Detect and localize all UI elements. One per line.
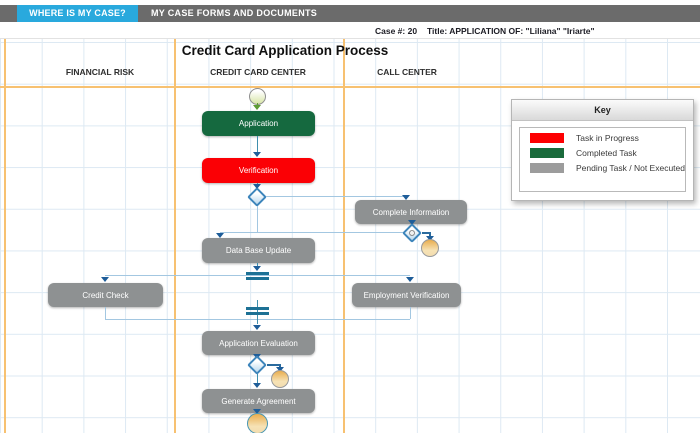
arrowhead	[408, 220, 416, 225]
arrowhead	[426, 236, 434, 241]
legend-item-in-progress: Task in Progress	[530, 133, 685, 143]
task-label: Application Evaluation	[219, 338, 298, 348]
task-label: Data Base Update	[225, 246, 292, 255]
connector-line	[257, 136, 258, 153]
arrowhead	[253, 383, 261, 388]
tab-where-is-my-case[interactable]: WHERE IS MY CASE?	[17, 5, 138, 22]
lane-label-credit-card-center: CREDIT CARD CENTER	[210, 67, 306, 77]
process-diagram: Credit Card Application Process FINANCIA…	[0, 39, 700, 433]
case-number: Case #: 20	[375, 26, 418, 36]
task-verification[interactable]: Verification	[202, 158, 315, 183]
top-nav: WHERE IS MY CASE? MY CASE FORMS AND DOCU…	[0, 5, 700, 22]
arrowhead	[253, 184, 261, 189]
arrowhead	[253, 105, 261, 110]
task-label: Application	[238, 119, 279, 128]
parallel-join-bar	[246, 307, 269, 310]
tab-my-case-forms-and-documents[interactable]: MY CASE FORMS AND DOCUMENTS	[151, 8, 318, 18]
task-application-evaluation[interactable]: Application Evaluation	[202, 331, 315, 355]
arrowhead	[253, 409, 261, 414]
event-gateway-icon[interactable]	[402, 223, 422, 243]
end-event-icon[interactable]	[247, 413, 268, 433]
arrowhead	[402, 195, 410, 200]
connector-line	[267, 364, 281, 366]
connector-line	[422, 232, 431, 234]
exclusive-gateway-icon[interactable]	[247, 187, 267, 207]
case-info-bar: Case #: 20 Title: APPLICATION OF: "Lilia…	[0, 22, 700, 39]
connector-line	[257, 263, 258, 268]
connector-line	[279, 364, 281, 369]
connector-line	[220, 232, 404, 233]
legend-item-completed: Completed Task	[530, 148, 685, 158]
task-label: Complete Information	[372, 207, 450, 217]
lane-divider-left	[4, 39, 6, 433]
parallel-join-bar	[246, 312, 269, 315]
end-event-icon[interactable]	[271, 370, 289, 388]
arrowhead	[253, 152, 261, 157]
connector-line	[410, 307, 411, 319]
connector-line	[105, 307, 106, 319]
lane-divider-creditcard-callcenter	[343, 39, 345, 433]
task-employment-verification[interactable]: Employment Verification	[352, 283, 461, 307]
diagram-title: Credit Card Application Process	[181, 43, 389, 58]
legend-label: Task in Progress	[576, 133, 639, 143]
arrowhead	[253, 325, 261, 330]
end-event-icon[interactable]	[421, 239, 439, 257]
event-gateway-circle	[407, 228, 417, 238]
task-credit-check[interactable]: Credit Check	[48, 283, 163, 307]
lane-label-financial-risk: FINANCIAL RISK	[65, 67, 135, 77]
connector-line	[257, 103, 258, 106]
task-application[interactable]: Application	[202, 111, 315, 136]
connector-line	[266, 196, 406, 197]
lane-divider-financial-creditcard	[174, 39, 176, 433]
connector-line	[257, 374, 258, 385]
connector-line	[257, 206, 258, 232]
legend-label: Pending Task / Not Executed	[576, 163, 685, 173]
arrowhead	[101, 277, 109, 282]
task-label: Generate Agreement	[221, 396, 296, 406]
task-label: Employment Verification	[363, 290, 450, 300]
case-title: Title: APPLICATION OF: "Liliana" "Iriart…	[427, 26, 595, 36]
arrowhead	[253, 266, 261, 271]
legend-body: Task in Progress Completed Task Pending …	[519, 127, 686, 192]
lane-label-call-center: CALL CENTER	[377, 67, 437, 77]
task-label: Verification	[238, 166, 279, 175]
arrowhead	[276, 367, 284, 372]
arrowhead	[406, 277, 414, 282]
legend-key: Key Task in Progress Completed Task Pend…	[511, 99, 694, 201]
legend-swatch-red	[530, 133, 564, 143]
legend-swatch-green	[530, 148, 564, 158]
connector-line	[105, 275, 410, 276]
parallel-split-bar	[246, 272, 269, 275]
legend-item-pending: Pending Task / Not Executed	[530, 163, 685, 173]
parallel-split-bar	[246, 277, 269, 280]
task-label: Credit Check	[82, 290, 129, 300]
legend-swatch-gray	[530, 163, 564, 173]
exclusive-gateway-icon[interactable]	[247, 355, 267, 375]
task-generate-agreement[interactable]: Generate Agreement	[202, 389, 315, 413]
arrowhead	[216, 233, 224, 238]
legend-label: Completed Task	[576, 148, 637, 158]
lane-header-divider	[0, 86, 700, 88]
legend-title: Key	[512, 100, 693, 121]
connector-line	[429, 232, 431, 237]
task-data-base-update[interactable]: Data Base Update	[202, 238, 315, 263]
